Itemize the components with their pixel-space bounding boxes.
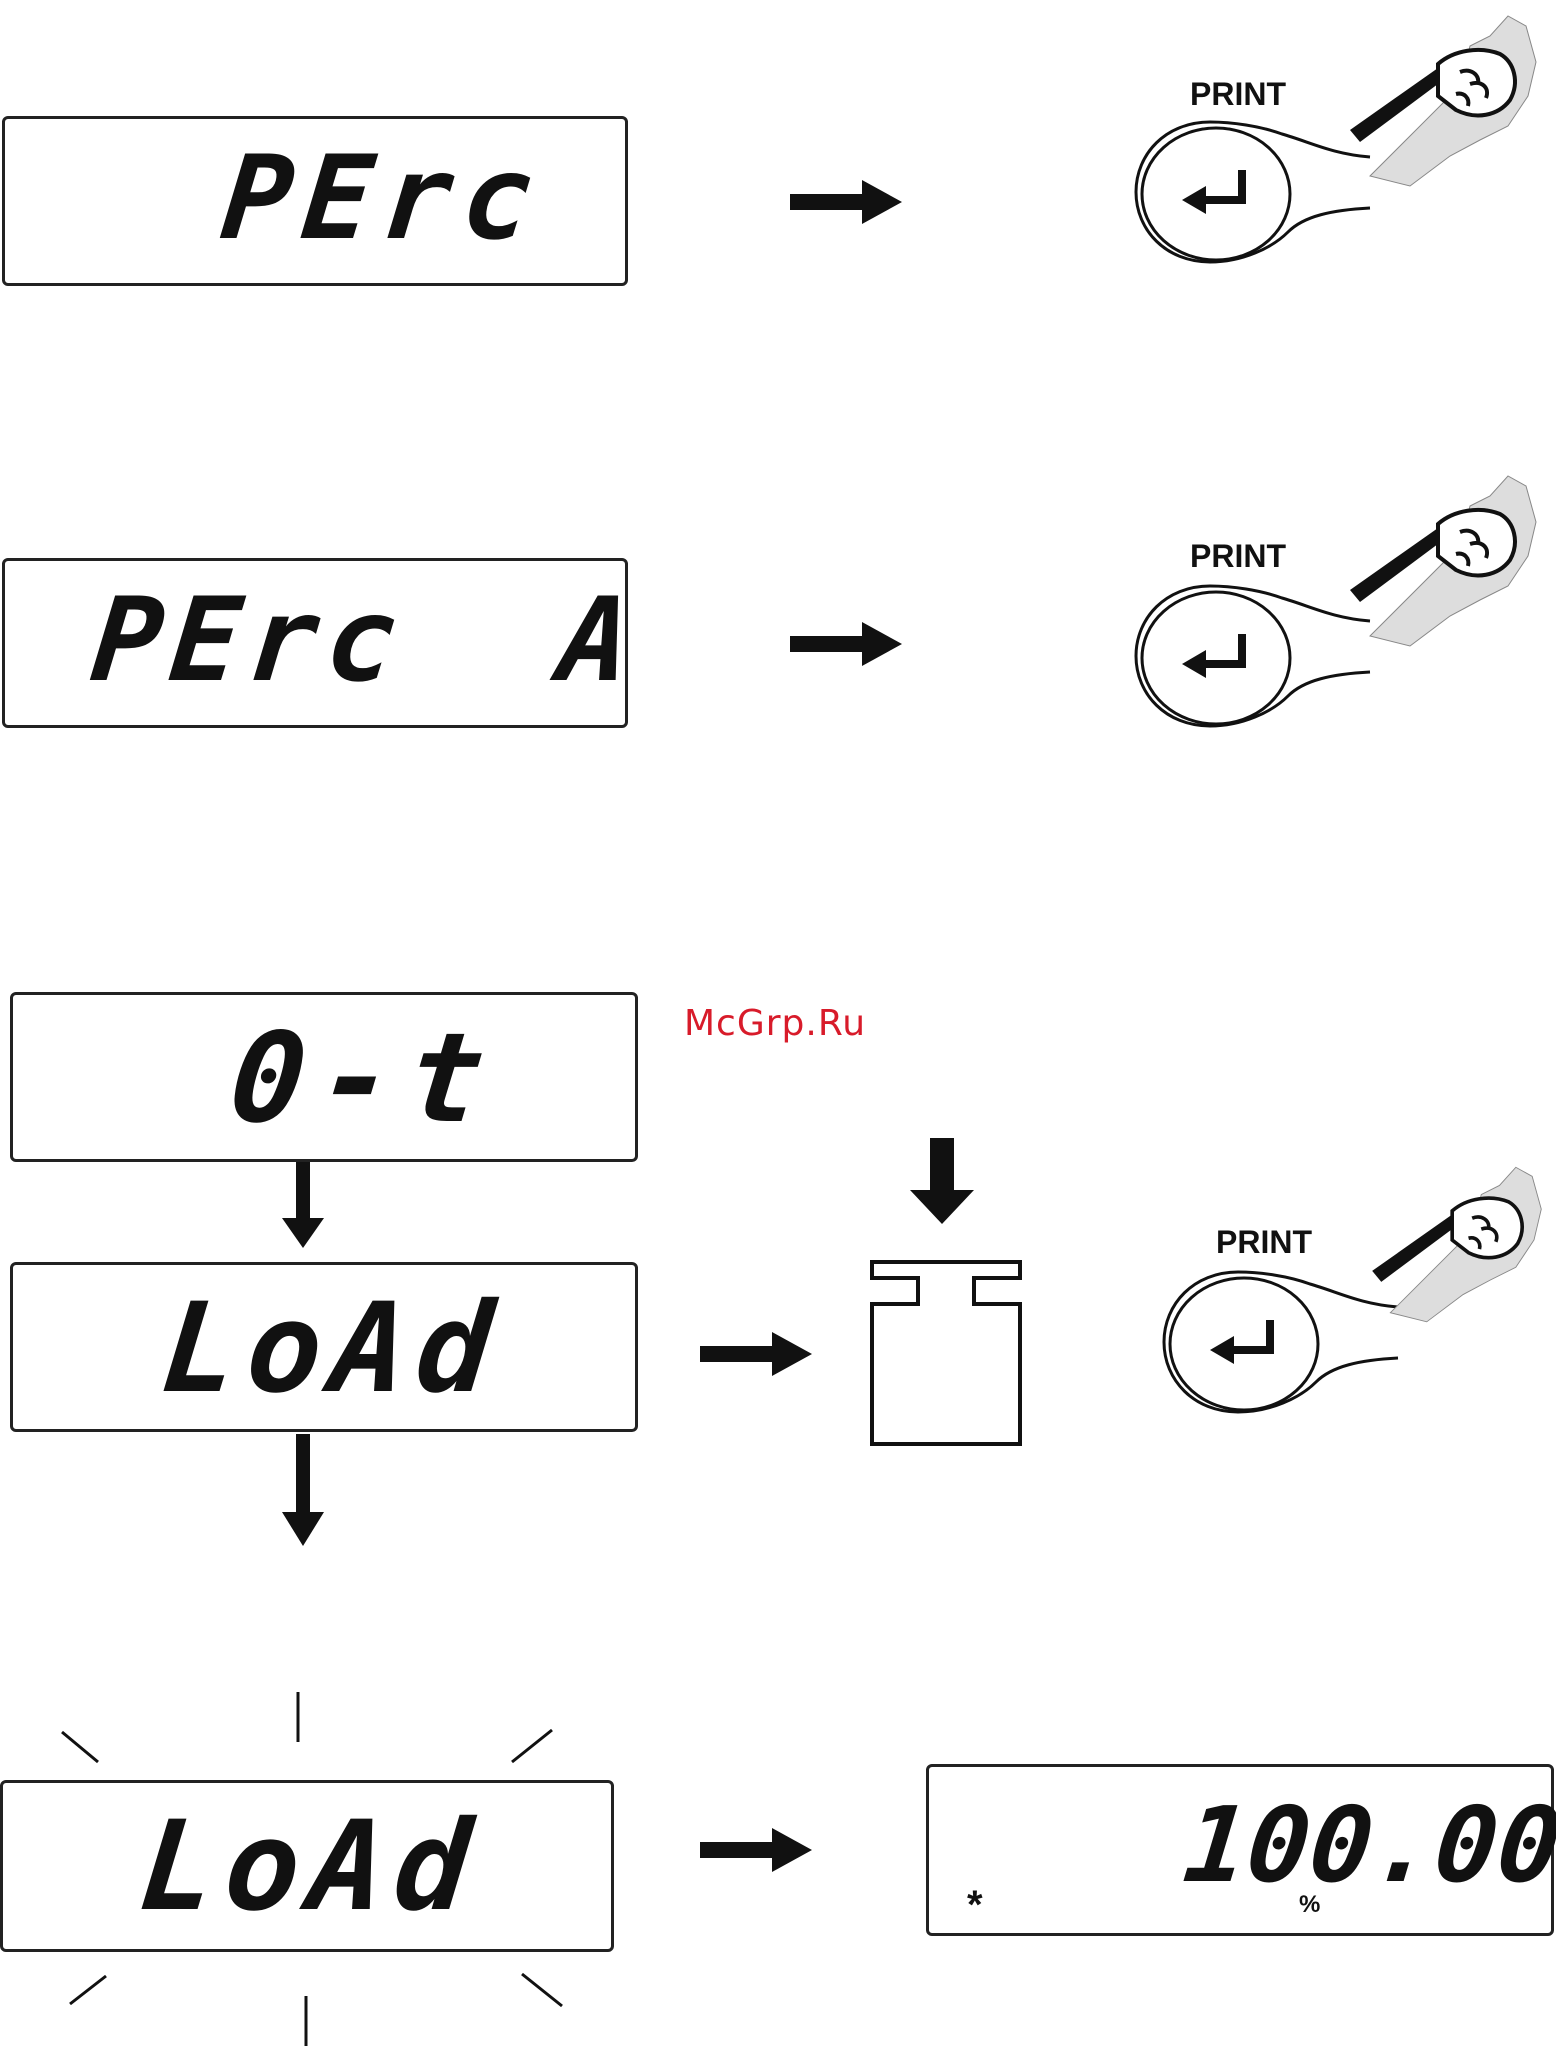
print-key-label: PRINT [1216, 1226, 1312, 1258]
unit-label: % [1299, 1893, 1320, 1917]
lcd-display-zero-tare: 0-t [10, 992, 638, 1162]
lcd-text: PErc [217, 141, 549, 257]
lcd-display-result: 100.00 * % [926, 1764, 1554, 1936]
lcd-display-perc-a: PErc A [2, 558, 628, 728]
pointing-hand-icon [1330, 6, 1550, 186]
arrow-down-icon [910, 1138, 974, 1224]
lcd-display-perc: PErc [2, 116, 628, 286]
result-value: 100.00 [1180, 1793, 1556, 1897]
lcd-text: LoAd [134, 1805, 486, 1929]
lcd-display-load: LoAd [10, 1262, 638, 1432]
arrow-down-icon [282, 1162, 324, 1248]
arrow-right-icon [700, 1332, 812, 1376]
arrow-right-icon [790, 622, 902, 666]
print-key-label: PRINT [1190, 540, 1286, 572]
lcd-text: LoAd [156, 1287, 508, 1411]
watermark: McGrp.Ru [684, 1006, 866, 1042]
lcd-text: PErc A [87, 583, 644, 699]
pointing-hand-icon [1330, 466, 1550, 646]
arrow-right-icon [790, 180, 902, 224]
arrow-down-icon [282, 1434, 324, 1546]
print-key-label: PRINT [1190, 78, 1286, 110]
lcd-text: 0-t [224, 1017, 503, 1141]
arrow-right-icon [700, 1828, 812, 1872]
lcd-display-load-blinking: LoAd [0, 1780, 614, 1952]
pointing-hand-icon [1354, 1150, 1554, 1330]
stable-indicator: * [967, 1885, 983, 1925]
calibration-weight-icon [870, 1260, 1022, 1446]
